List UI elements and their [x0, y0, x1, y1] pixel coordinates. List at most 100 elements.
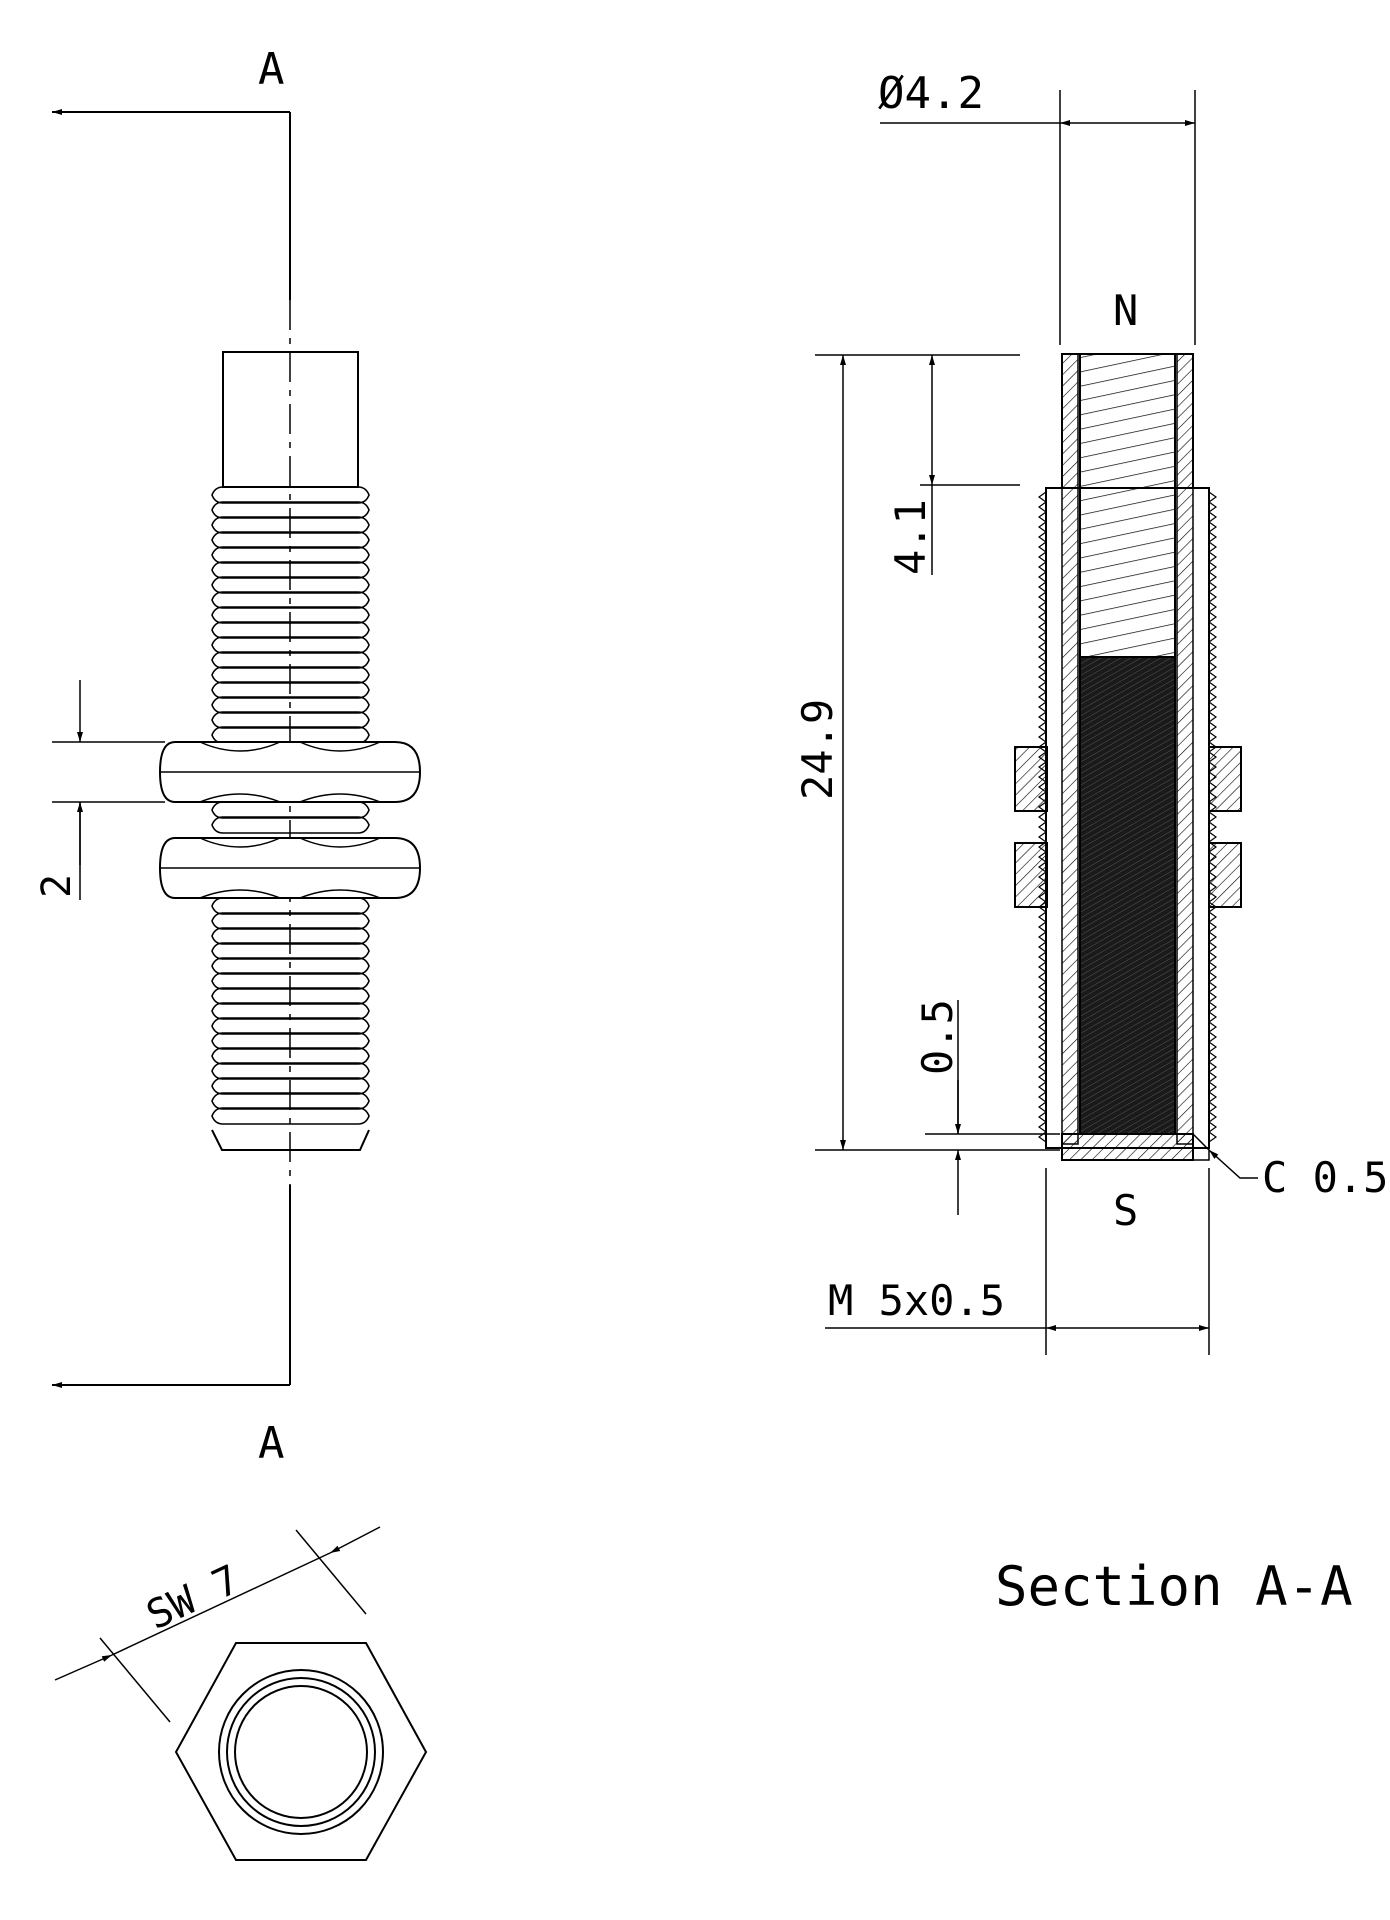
- thread-tooth: [1208, 991, 1218, 1003]
- thread-tooth: [1037, 621, 1047, 633]
- bottom-cap: [1061, 1133, 1194, 1161]
- thread-tooth: [1037, 911, 1047, 923]
- thread-tooth: [1208, 711, 1218, 723]
- thread-coil: [211, 1107, 370, 1125]
- thread-tooth: [1037, 971, 1047, 983]
- thread-tooth: [1208, 1131, 1218, 1143]
- thread-tooth: [1208, 671, 1218, 683]
- thread-tooth: [1208, 601, 1218, 613]
- thread-tooth: [1037, 1001, 1047, 1013]
- thread-tooth: [1208, 621, 1218, 633]
- thread-tooth: [1037, 551, 1047, 563]
- thread-tooth: [1037, 1021, 1047, 1033]
- section-mark-top: A: [258, 44, 285, 95]
- thread-tooth: [1037, 941, 1047, 953]
- thread-tooth: [1208, 981, 1218, 993]
- thread-end: [211, 1129, 370, 1151]
- thread-tooth: [1208, 681, 1218, 693]
- thread-tooth: [1208, 931, 1218, 943]
- thread-tooth: [1208, 811, 1218, 823]
- thread-tooth: [1208, 971, 1218, 983]
- thread-tooth: [1037, 631, 1047, 643]
- thread-tooth: [1037, 1051, 1047, 1063]
- thread-tooth: [1037, 691, 1047, 703]
- thread-tooth: [1037, 701, 1047, 713]
- wrench-size-label: SW 7: [140, 1557, 247, 1639]
- thread-tooth: [1037, 721, 1047, 733]
- thread-tooth: [1208, 1011, 1218, 1023]
- thread-tooth: [1208, 1121, 1218, 1133]
- thread-tooth: [1208, 951, 1218, 963]
- thread-tooth: [1208, 631, 1218, 643]
- section-title: Section A-A: [995, 1555, 1353, 1618]
- bore-inner: [234, 1685, 368, 1819]
- thread-tooth: [1208, 521, 1218, 533]
- thread-tooth: [1208, 691, 1218, 703]
- nut-upper-detail: [160, 741, 420, 803]
- thread-tooth: [1208, 541, 1218, 553]
- thread-tooth: [1037, 831, 1047, 843]
- thread-tooth: [1208, 1091, 1218, 1103]
- thread-tooth: [1208, 831, 1218, 843]
- thread-tooth: [1208, 651, 1218, 663]
- thread-tooth: [1208, 731, 1218, 743]
- thread-tooth: [1208, 1071, 1218, 1083]
- inner-bore: [1079, 353, 1176, 658]
- thread-tooth: [1037, 641, 1047, 653]
- top-depth-label: 4.1: [886, 499, 935, 575]
- nut-section-left-upper: [1014, 746, 1048, 812]
- thread-tooth: [1037, 821, 1047, 833]
- thread-tooth: [1037, 1111, 1047, 1123]
- diameter-label: Ø4.2: [878, 68, 984, 119]
- thread-tooth: [1037, 541, 1047, 553]
- thread-tooth: [1208, 611, 1218, 623]
- thread-tooth: [1037, 731, 1047, 743]
- bottom-offset-label: 0.5: [913, 999, 962, 1075]
- thread-tooth: [1037, 601, 1047, 613]
- thread-tooth: [1208, 531, 1218, 543]
- thread-tooth: [1208, 551, 1218, 563]
- thread-tooth: [1037, 491, 1047, 503]
- thread-tooth: [1037, 661, 1047, 673]
- thread-tooth: [1208, 821, 1218, 833]
- pole-south-label: S: [1113, 1186, 1138, 1235]
- hex-outline: [174, 1642, 428, 1861]
- thread-tooth: [1208, 1031, 1218, 1043]
- hex-dim-ext-left: [99, 1637, 171, 1723]
- thread-tooth: [1208, 491, 1218, 503]
- thread-tooth: [1037, 991, 1047, 1003]
- thread-tooth: [1037, 581, 1047, 593]
- hex-dim-ext-right: [295, 1529, 367, 1615]
- thread-tooth: [1208, 721, 1218, 733]
- thread-tooth: [1037, 1081, 1047, 1093]
- nut-section-right-upper: [1208, 746, 1242, 812]
- thread-tooth: [1208, 961, 1218, 973]
- thread-tooth: [1037, 611, 1047, 623]
- thread-tooth: [1037, 1101, 1047, 1113]
- thread-tooth: [1037, 531, 1047, 543]
- thread-tooth: [1037, 1031, 1047, 1043]
- hex-dim-line: [111, 1552, 331, 1656]
- thread-tooth: [1037, 651, 1047, 663]
- bore-outer: [218, 1669, 384, 1835]
- thread-tooth: [1208, 561, 1218, 573]
- thread-tooth: [1037, 591, 1047, 603]
- thread-coil: [211, 816, 370, 834]
- chamfer-label: C 0.5: [1262, 1153, 1388, 1202]
- overall-length-label: 24.9: [793, 699, 842, 800]
- thread-tooth: [1037, 711, 1047, 723]
- thread-tooth: [1037, 671, 1047, 683]
- thread-tooth: [1208, 511, 1218, 523]
- nut-thickness-label: 2: [34, 874, 80, 898]
- thread-tooth: [1208, 921, 1218, 933]
- thread-tooth: [1037, 511, 1047, 523]
- hex-end-view: [54, 1526, 428, 1861]
- thread-tooth: [1208, 1041, 1218, 1053]
- section-view: [815, 90, 1258, 1355]
- thread-tooth: [1208, 501, 1218, 513]
- thread-tooth: [1208, 1081, 1218, 1093]
- bore-ring: [226, 1677, 376, 1827]
- thread-tooth: [1208, 1061, 1218, 1073]
- nut-section-right-lower: [1208, 842, 1242, 908]
